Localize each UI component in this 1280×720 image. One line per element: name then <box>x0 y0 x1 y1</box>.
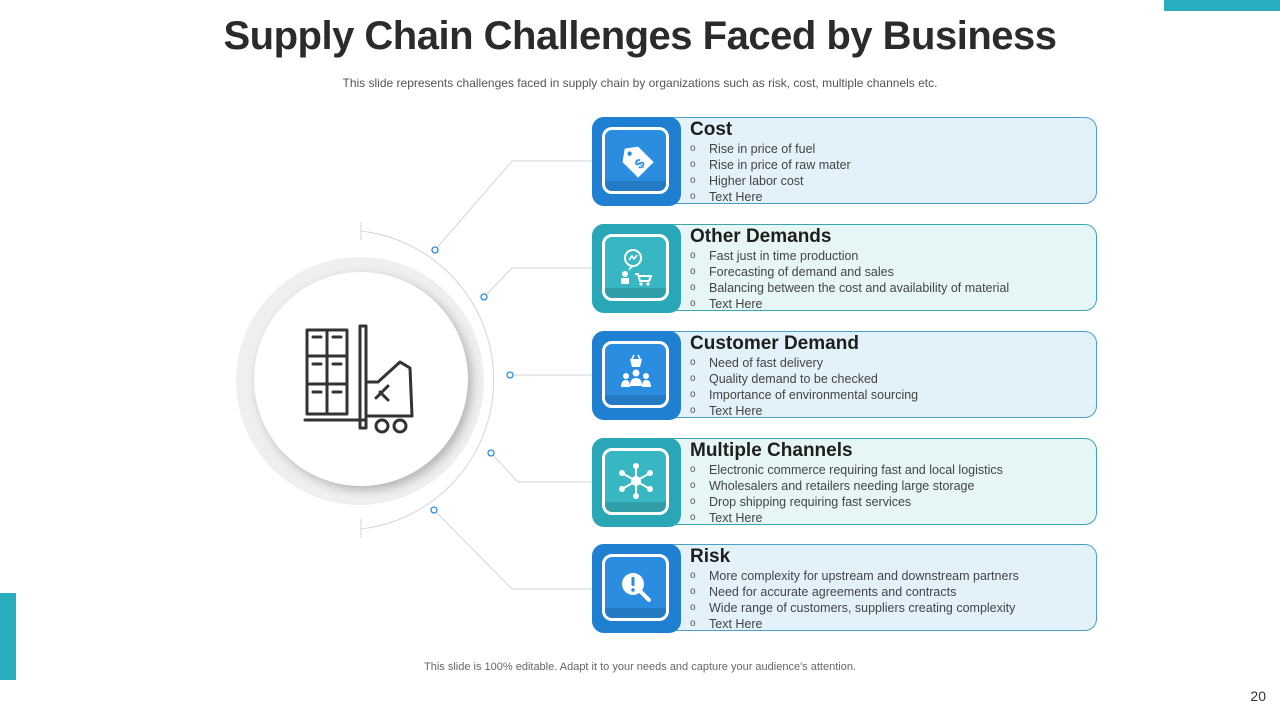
card-other-demands: Other Demands o Fast just in time product… <box>592 224 1097 313</box>
top-accent-bar <box>1164 0 1280 11</box>
list-item: o Higher labor cost <box>690 173 1088 189</box>
card-icon-block: $ <box>592 117 681 206</box>
card-bullet-list: o More complexity for upstream and downst… <box>690 568 1088 632</box>
bullet-marker: o <box>690 496 696 507</box>
list-item: o More complexity for upstream and downst… <box>690 568 1088 584</box>
bullet-marker: o <box>690 389 696 400</box>
list-item-text: Text Here <box>709 297 763 311</box>
card-icon-block <box>592 331 681 420</box>
bullet-marker: o <box>690 266 696 277</box>
bullet-marker: o <box>690 570 696 581</box>
list-item-text: Balancing between the cost and availabil… <box>709 281 1010 295</box>
page-subtitle: This slide represents challenges faced i… <box>342 76 938 90</box>
card-icon-block <box>592 438 681 527</box>
list-item: o Text Here <box>690 510 1088 526</box>
bullet-marker: o <box>690 464 696 475</box>
bullet-marker: o <box>690 602 696 613</box>
left-accent-bar <box>0 593 16 680</box>
forklift-boxes-icon <box>303 324 414 434</box>
customer-cart-icon <box>621 249 653 286</box>
list-item: o Fast just in time production <box>690 248 1088 264</box>
bullet-marker: o <box>690 250 696 261</box>
list-item: o Text Here <box>690 189 1088 205</box>
bullet-marker: o <box>690 357 696 368</box>
list-item: o Electronic commerce requiring fast and … <box>690 462 1088 478</box>
footer-note: This slide is 100% editable. Adapt it to… <box>424 661 856 673</box>
list-item: o Importance of environmental sourcing <box>690 387 1088 403</box>
list-item-text: Rise in price of raw mater <box>709 158 851 172</box>
bullet-marker: o <box>690 586 696 597</box>
card-title: Cost <box>690 119 733 140</box>
bullet-marker: o <box>690 282 696 293</box>
list-item: o Balancing between the cost and availabi… <box>690 280 1088 296</box>
card-icon-tile <box>602 448 669 515</box>
list-item: o Wholesalers and retailers needing large… <box>690 478 1088 494</box>
bullet-marker: o <box>690 143 696 154</box>
list-item-text: Importance of environmental sourcing <box>709 388 919 402</box>
card-icon-tile <box>602 341 669 408</box>
customer-group-basket-icon <box>621 354 651 387</box>
list-item-text: Text Here <box>709 511 763 525</box>
price-tag-dollar-icon: $ <box>622 146 654 178</box>
bullet-marker: o <box>690 373 696 384</box>
list-item-text: Need for accurate agreements and contrac… <box>709 585 957 599</box>
bullet-marker: o <box>690 405 696 416</box>
page-title: Supply Chain Challenges Faced by Busines… <box>223 14 1057 58</box>
card-risk: Risk o More complexity for upstream and d… <box>592 544 1097 633</box>
card-icon-tile <box>602 234 669 301</box>
list-item-text: Electronic commerce requiring fast and l… <box>709 463 1003 477</box>
card-multiple-channels: Multiple Channels o Electronic commerce r… <box>592 438 1097 527</box>
list-item: o Rise in price of raw mater <box>690 157 1088 173</box>
page-number: 20 <box>1250 688 1266 704</box>
list-item: o Forecasting of demand and sales <box>690 264 1088 280</box>
list-item: o Need of fast delivery <box>690 355 1088 371</box>
card-title: Risk <box>690 546 731 567</box>
list-item: o Rise in price of fuel <box>690 141 1088 157</box>
list-item: o Drop shipping requiring fast services <box>690 494 1088 510</box>
bullet-marker: o <box>690 298 696 309</box>
list-item: o Wide range of customers, suppliers crea… <box>690 600 1088 616</box>
list-item-text: Wholesalers and retailers needing large … <box>709 479 975 493</box>
bullet-marker: o <box>690 159 696 170</box>
risk-magnifier-icon <box>622 573 651 602</box>
list-item-text: Higher labor cost <box>709 174 804 188</box>
card-title: Customer Demand <box>690 333 859 354</box>
bullet-marker: o <box>690 175 696 186</box>
card-title: Other Demands <box>690 226 832 247</box>
list-item-text: Text Here <box>709 404 763 418</box>
list-item-text: Fast just in time production <box>709 249 859 263</box>
card-customer-demand: Customer Demand o Need of fast delivery o… <box>592 331 1097 420</box>
list-item-text: Wide range of customers, suppliers creat… <box>709 601 1016 615</box>
card-title: Multiple Channels <box>690 440 853 461</box>
list-item-text: Rise in price of fuel <box>709 142 816 156</box>
network-hub-icon <box>619 463 653 499</box>
list-item: o Text Here <box>690 403 1088 419</box>
list-item-text: More complexity for upstream and downstr… <box>709 569 1019 583</box>
list-item-text: Forecasting of demand and sales <box>709 265 894 279</box>
list-item-text: Text Here <box>709 617 763 631</box>
card-icon-tile: $ <box>602 127 669 194</box>
list-item: o Text Here <box>690 616 1088 632</box>
list-item-text: Text Here <box>709 190 763 204</box>
card-icon-block <box>592 224 681 313</box>
list-item: o Text Here <box>690 296 1088 312</box>
list-item-text: Drop shipping requiring fast services <box>709 495 912 509</box>
card-icon-tile <box>602 554 669 621</box>
list-item: o Need for accurate agreements and contra… <box>690 584 1088 600</box>
bullet-marker: o <box>690 480 696 491</box>
bullet-marker: o <box>690 618 696 629</box>
card-bullet-list: o Electronic commerce requiring fast and … <box>690 462 1088 526</box>
card-icon-block <box>592 544 681 633</box>
bullet-marker: o <box>690 191 696 202</box>
list-item-text: Quality demand to be checked <box>709 372 878 386</box>
list-item-text: Need of fast delivery <box>709 356 823 370</box>
bullet-marker: o <box>690 512 696 523</box>
list-item: o Quality demand to be checked <box>690 371 1088 387</box>
